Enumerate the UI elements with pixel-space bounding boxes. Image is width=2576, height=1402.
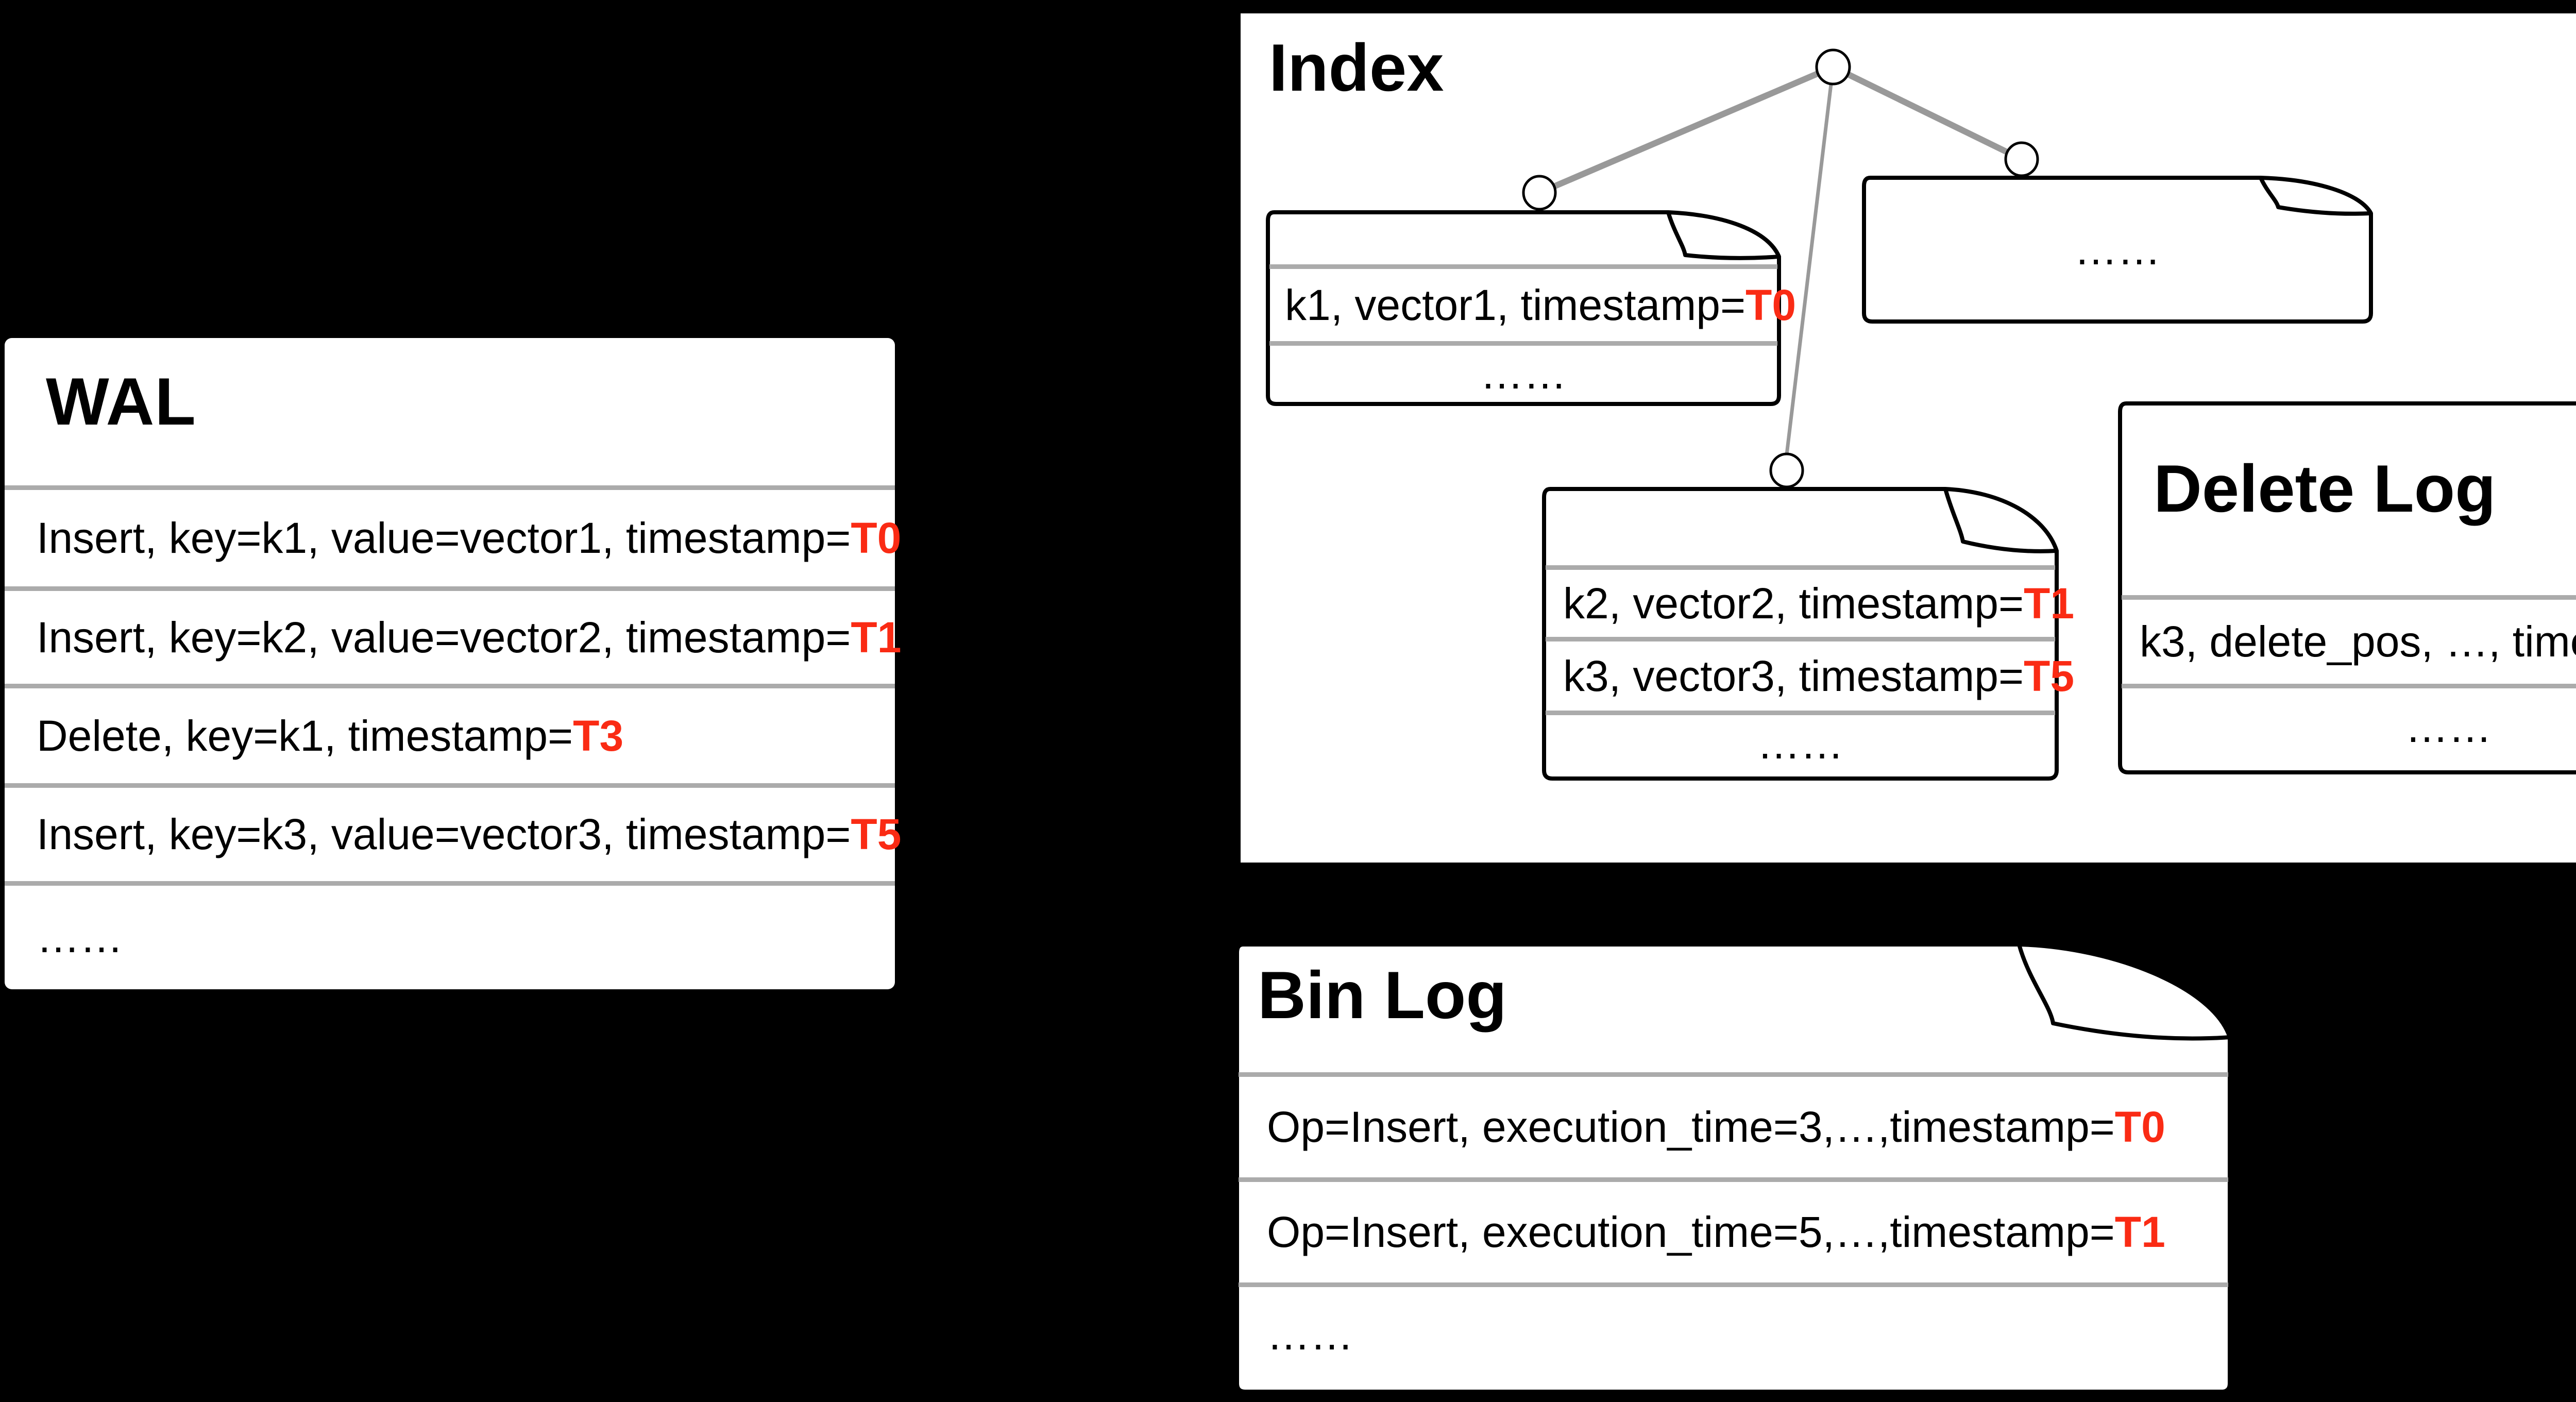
doc-row-timestamp: T0: [1745, 280, 1797, 329]
doc-row-ellipsis: ……: [1861, 175, 2374, 324]
doc-row-text: ……: [1267, 1310, 1353, 1359]
wal-row-timestamp: T3: [573, 711, 624, 760]
tree-node-right: [2004, 141, 2039, 177]
wal-row-timestamp: T0: [851, 514, 902, 562]
note-outline: [1862, 176, 2373, 324]
note-outline: [1235, 942, 2232, 1394]
doc-row-ellipsis: ……: [1239, 1282, 2228, 1382]
wal-row-ellipsis: ……: [5, 881, 895, 989]
folded-note-shape: [1862, 176, 2373, 324]
wal-title: WAL: [46, 364, 196, 439]
wal-row: Insert, key=k2, value=vector2, timestamp…: [5, 586, 901, 684]
wal-row: Delete, key=k1, timestamp=T3: [5, 684, 895, 783]
doc-row-ellipsis: ……: [1269, 341, 1777, 402]
index-panel: Index k1, vector1, timestamp=T0 ……: [1235, 8, 2576, 868]
delete-log-doc: Delete Log k3, delete_pos, …, timestamp=…: [2117, 401, 2576, 775]
bin-log-doc: Bin Log Op=Insert, execution_time=3,…,ti…: [1234, 942, 2232, 1394]
wal-row-text: Insert, key=k1, value=vector1, timestamp…: [37, 514, 851, 562]
doc-row-text: Op=Insert, execution_time=3,…,timestamp=: [1267, 1103, 2115, 1151]
doc-row: k3, delete_pos, …, timestamp=T3: [2122, 595, 2576, 684]
doc-row: k3, vector3, timestamp=T5: [1546, 637, 2074, 711]
doc-row-text: k3, delete_pos, …, timestamp=: [2140, 617, 2576, 666]
wal-row-text: Delete, key=k1, timestamp=: [37, 711, 573, 760]
wal-row-timestamp: T1: [851, 613, 902, 662]
doc-row-text: ……: [1480, 349, 1567, 398]
doc-rows: k3, delete_pos, …, timestamp=T3 ……: [2122, 595, 2576, 770]
tree-edge-root-right: [1832, 64, 2023, 162]
note-outline: [1542, 487, 2059, 781]
doc-row-timestamp: T5: [2024, 651, 2075, 700]
doc-row-text: Op=Insert, execution_time=5,…,timestamp=: [1267, 1208, 2115, 1256]
doc-row: Op=Insert, execution_time=3,…,timestamp=…: [1239, 1072, 2228, 1177]
folded-note-shape: [1266, 210, 1781, 406]
wal-row: Insert, key=k1, value=vector1, timestamp…: [5, 485, 901, 586]
note-outline: [2118, 401, 2576, 774]
doc-row-text: ……: [1757, 719, 1844, 768]
doc-row: k2, vector2, timestamp=T1: [1546, 565, 2074, 637]
doc-rows: Op=Insert, execution_time=3,…,timestamp=…: [1239, 1072, 2228, 1389]
doc-row-text: ……: [2074, 225, 2161, 274]
index-tree: [1522, 48, 2039, 488]
doc-row-timestamp: T0: [2114, 1103, 2165, 1151]
wal-row-timestamp: T5: [851, 810, 902, 858]
index-segment-doc-more: ……: [1861, 175, 2374, 324]
tree-edge-root-left: [1538, 64, 1835, 196]
note-fold-crease: [1666, 211, 1780, 260]
doc-rows: k1, vector1, timestamp=T0 ……: [1269, 264, 1796, 402]
doc-row: Op=Insert, execution_time=5,…,timestamp=…: [1239, 1177, 2228, 1282]
doc-row-text: k3, vector3, timestamp=: [1563, 651, 2024, 700]
doc-row-timestamp: T1: [2114, 1208, 2165, 1256]
tree-node-left: [1522, 175, 1557, 211]
index-panel-title: Index: [1269, 30, 1444, 105]
doc-row: k1, vector1, timestamp=T0: [1269, 264, 1796, 341]
tree-node-middle: [1769, 452, 1804, 488]
note-fold-crease: [2259, 177, 2371, 216]
note-outline: [1266, 210, 1781, 406]
note-fold-crease: [1943, 488, 2057, 553]
index-segment-doc-k2k3: k2, vector2, timestamp=T1 k3, vector3, t…: [1541, 486, 2074, 781]
doc-row-ellipsis: ……: [2122, 684, 2576, 766]
wal-row-text: Insert, key=k2, value=vector2, timestamp…: [37, 613, 851, 662]
wal-row: Insert, key=k3, value=vector3, timestamp…: [5, 783, 901, 881]
tree-node-root: [1815, 48, 1851, 86]
tree-edge-root-middle: [1785, 66, 1835, 455]
doc-row-text: k2, vector2, timestamp=: [1563, 579, 2024, 628]
doc-row-text: ……: [2405, 702, 2492, 751]
bin-log-title: Bin Log: [1258, 957, 1507, 1033]
doc-row-timestamp: T1: [2024, 579, 2075, 628]
folded-note-shape: [1235, 942, 2232, 1394]
wal-box: WAL Insert, key=k1, value=vector1, times…: [5, 338, 901, 989]
note-fold-crease: [2017, 943, 2230, 1041]
wal-row-text: Insert, key=k3, value=vector3, timestamp…: [37, 810, 851, 858]
folded-note-shape: [2118, 401, 2576, 774]
doc-row-text: k1, vector1, timestamp=: [1285, 280, 1746, 329]
wal-row-text: ……: [37, 913, 123, 961]
doc-row-ellipsis: ……: [1546, 711, 2055, 772]
doc-rows: k2, vector2, timestamp=T1 k3, vector3, t…: [1546, 565, 2074, 776]
delete-log-title: Delete Log: [2154, 451, 2496, 526]
folded-note-shape: [1542, 487, 2059, 781]
index-segment-doc-k1: k1, vector1, timestamp=T0 ……: [1265, 210, 1796, 407]
